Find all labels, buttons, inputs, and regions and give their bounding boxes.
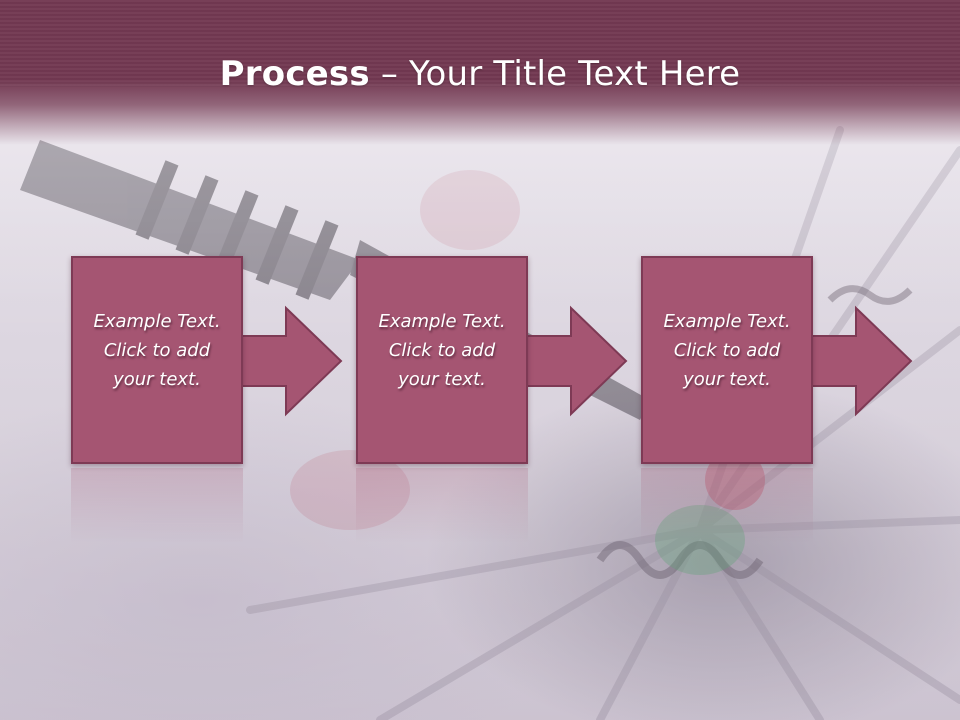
right-arrow-icon[interactable] bbox=[240, 305, 343, 417]
step-text-line: Click to add bbox=[388, 339, 496, 361]
step-reflection bbox=[71, 468, 341, 543]
process-step-3: Example Text. Click to add your text. bbox=[641, 256, 913, 468]
step-text-line: your text. bbox=[398, 368, 486, 390]
step-text-line: Example Text. bbox=[378, 310, 506, 332]
step-text-line: your text. bbox=[683, 368, 771, 390]
step-text[interactable]: Example Text. Click to add your text. bbox=[647, 307, 807, 394]
step-box[interactable]: Example Text. Click to add your text. bbox=[356, 256, 528, 464]
step-text[interactable]: Example Text. Click to add your text. bbox=[77, 307, 237, 394]
step-text[interactable]: Example Text. Click to add your text. bbox=[362, 307, 522, 394]
process-step-1: Example Text. Click to add your text. bbox=[71, 256, 343, 468]
slide-title[interactable]: Process – Your Title Text Here bbox=[0, 52, 960, 96]
title-bold-text: Process bbox=[219, 54, 370, 94]
process-step-2: Example Text. Click to add your text. bbox=[356, 256, 628, 468]
title-rest-text: – Your Title Text Here bbox=[380, 54, 741, 94]
right-arrow-icon[interactable] bbox=[810, 305, 913, 417]
step-box[interactable]: Example Text. Click to add your text. bbox=[71, 256, 243, 464]
step-text-line: Click to add bbox=[673, 339, 781, 361]
right-arrow-icon[interactable] bbox=[525, 305, 628, 417]
step-text-line: your text. bbox=[113, 368, 201, 390]
step-text-line: Example Text. bbox=[663, 310, 791, 332]
step-reflection bbox=[641, 468, 911, 543]
step-reflection bbox=[356, 468, 626, 543]
step-text-line: Click to add bbox=[103, 339, 211, 361]
step-box[interactable]: Example Text. Click to add your text. bbox=[641, 256, 813, 464]
title-band bbox=[0, 0, 960, 145]
step-text-line: Example Text. bbox=[93, 310, 221, 332]
